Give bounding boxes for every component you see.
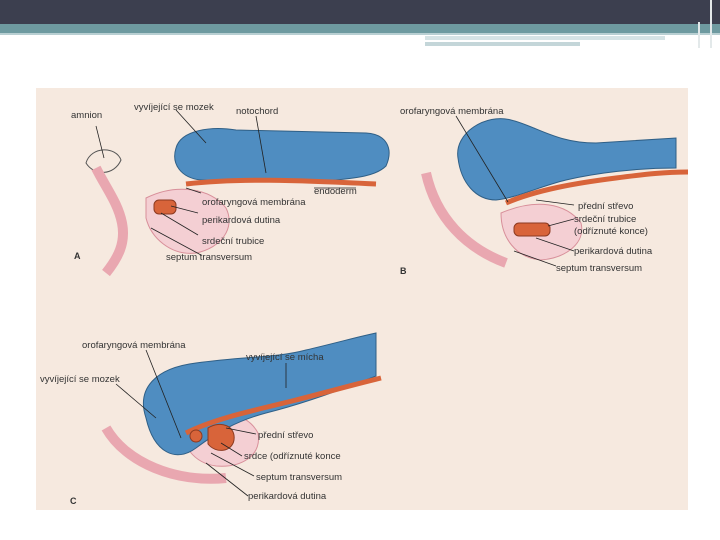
label-heart-c: srdce (odříznuté konce	[244, 451, 341, 462]
endoderm-a	[185, 177, 377, 187]
decor-line-1	[425, 36, 665, 40]
label-brain-c: vyvíjející se mozek	[40, 374, 120, 385]
label-septum-c: septum transversum	[256, 472, 342, 483]
endoderm-b	[505, 169, 688, 206]
panel-letter-c: C	[70, 496, 77, 506]
label-membrane-c: orofaryngová membrána	[82, 340, 186, 351]
label-pericardial-b: perikardová dutina	[574, 246, 653, 257]
neural-tube-a	[174, 128, 390, 181]
panel-letter-b: B	[400, 266, 407, 276]
label-foregut-c: přední střevo	[258, 430, 313, 441]
panel-b: orofaryngová membrána přední střevo srde…	[400, 106, 688, 276]
heart-tube-a	[153, 199, 177, 215]
endoderm-c	[184, 375, 382, 436]
label-septum-a: septum transversum	[166, 252, 252, 263]
decor-vline-1	[698, 22, 700, 48]
label-heart-tubes-b2: (odříznuté konce)	[574, 226, 648, 237]
decor-vline-2	[710, 0, 712, 48]
label-pericardial-c: perikardová dutina	[248, 491, 327, 502]
panel-a: amnion vyvíjející se mozek notochord end…	[71, 102, 390, 277]
title-bar	[0, 0, 720, 24]
embryo-figure: amnion vyvíjející se mozek notochord end…	[36, 88, 688, 510]
label-endoderm: endoderm	[314, 186, 357, 197]
accent-line	[0, 33, 720, 35]
label-notochord: notochord	[236, 106, 278, 117]
label-heart-tubes-b1: srdeční trubice	[574, 214, 636, 225]
amnion-fold-b	[421, 171, 508, 268]
neural-tube-b	[457, 118, 677, 201]
heart-tube-b	[513, 222, 551, 237]
heart-c	[207, 424, 235, 451]
decor-line-2	[425, 42, 580, 46]
panel-letter-a: A	[74, 251, 81, 261]
accent-bar	[0, 24, 720, 33]
label-foregut-b: přední střevo	[578, 201, 633, 212]
amnion-fold-c	[101, 425, 227, 484]
amnion-fold	[91, 165, 128, 277]
panel-c: orofaryngová membrána vyvíjející se mích…	[40, 332, 382, 506]
label-brain-a: vyvíjející se mozek	[134, 102, 214, 113]
label-heart-tube-a: srdeční trubice	[202, 236, 264, 247]
label-membrane-a: orofaryngová membrána	[202, 197, 306, 208]
label-septum-b: septum transversum	[556, 263, 642, 274]
label-pericardial-a: perikardová dutina	[202, 215, 281, 226]
label-membrane-b: orofaryngová membrána	[400, 106, 504, 117]
label-amnion: amnion	[71, 110, 102, 121]
heart-cut-c1	[189, 429, 203, 443]
label-spinal-c: vyvíjející se mícha	[246, 352, 324, 363]
embryo-diagram: amnion vyvíjející se mozek notochord end…	[36, 88, 688, 510]
